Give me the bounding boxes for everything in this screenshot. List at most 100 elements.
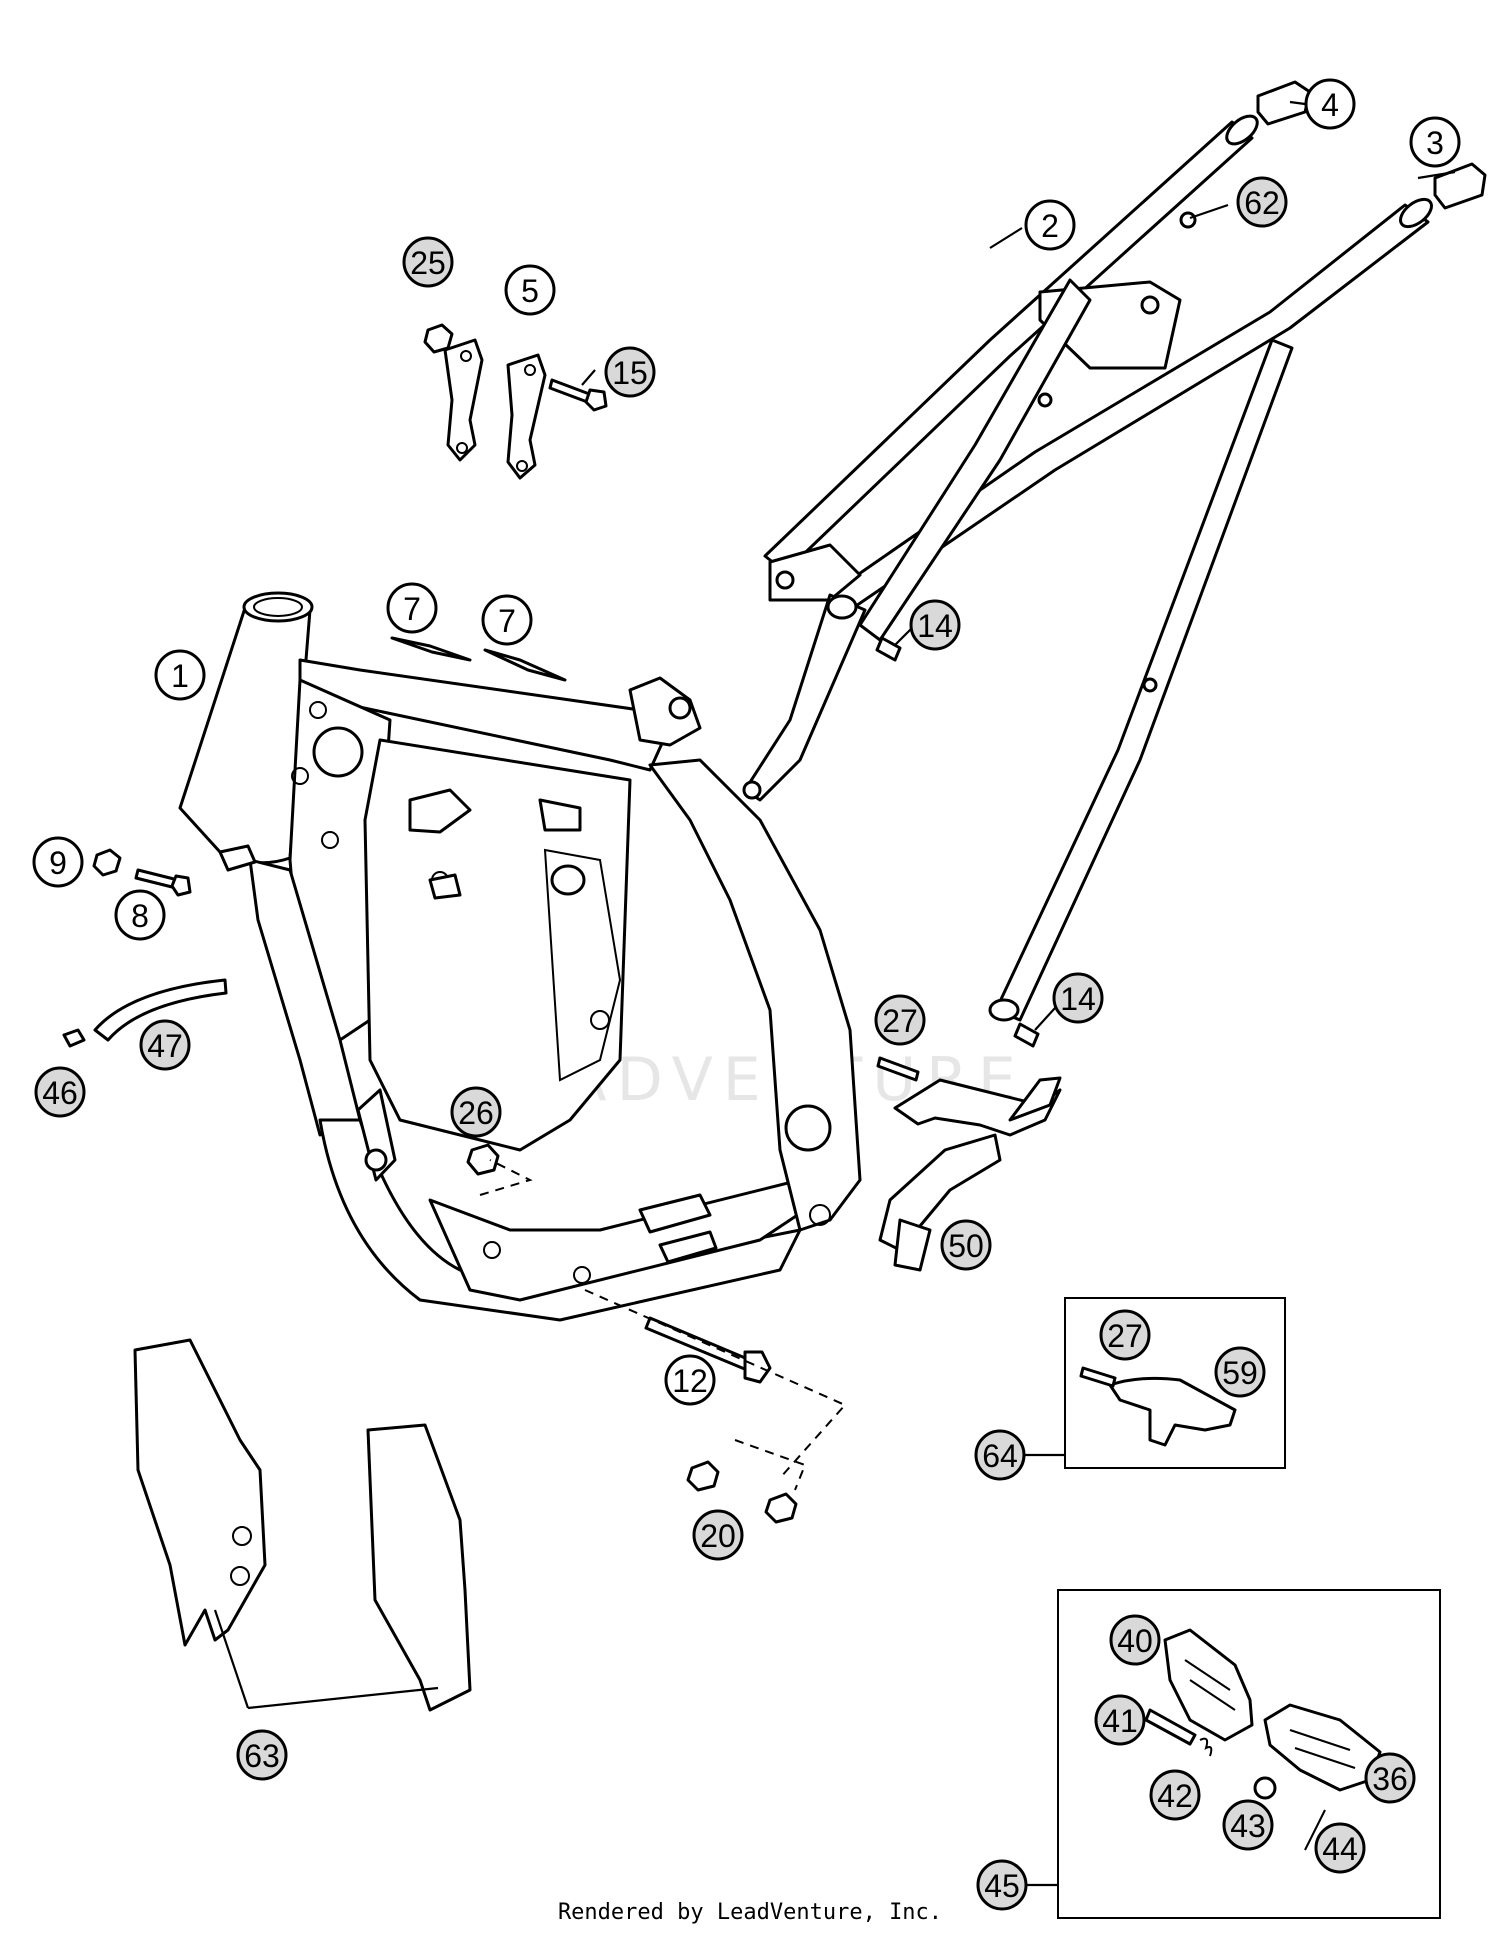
callout-label: 20: [700, 1518, 736, 1554]
callout-label: 63: [244, 1738, 280, 1774]
callout-label: 25: [410, 245, 446, 281]
callout-c40: 40: [1109, 1614, 1161, 1666]
nut-part-26: [466, 1143, 500, 1176]
callout-c7b: 7: [481, 594, 533, 646]
callout-circle: [1099, 1309, 1151, 1361]
hose-part-47: [93, 978, 228, 1042]
callout-label: 5: [521, 273, 539, 309]
callout-c26: 26: [450, 1086, 502, 1138]
callout-circle: [604, 346, 656, 398]
main-frame-part: [178, 591, 862, 1322]
engine-bracket-part-5: [443, 338, 547, 480]
callout-label: 45: [984, 1868, 1020, 1904]
callout-circle: [114, 889, 166, 941]
bolt-part-15: [548, 378, 608, 412]
callout-c7a: 7: [386, 582, 438, 634]
callout-c43: 43: [1222, 1799, 1274, 1851]
callout-c50: 50: [940, 1219, 992, 1271]
callout-label: 46: [42, 1075, 78, 1111]
callout-circle: [236, 1729, 288, 1781]
callout-c62: 62: [1236, 176, 1288, 228]
callout-circle: [32, 836, 84, 888]
callout-label: 9: [49, 845, 67, 881]
callout-circle: [450, 1086, 502, 1138]
callout-c3: 3: [1409, 116, 1461, 168]
callout-c46: 46: [34, 1066, 86, 1118]
callout-label: 2: [1041, 208, 1059, 244]
side-stand-part-50: [878, 1076, 1062, 1272]
callout-circle: [1222, 1799, 1274, 1851]
callout-circle: [154, 649, 206, 701]
callout-circle: [1024, 199, 1076, 251]
callout-circle: [1364, 1752, 1416, 1804]
callout-c12: 12: [664, 1354, 716, 1406]
sticker-part-7-right: [483, 648, 567, 682]
callout-circle: [1094, 1694, 1146, 1746]
callout-c4: 4: [1304, 78, 1356, 130]
callout-c47: 47: [139, 1019, 191, 1071]
bolt-part-12: [644, 1316, 772, 1384]
callout-label: 59: [1222, 1355, 1258, 1391]
callout-label: 27: [882, 1003, 918, 1039]
callout-c14b: 14: [1052, 972, 1104, 1024]
callout-circle: [386, 582, 438, 634]
callout-circle: [1052, 972, 1104, 1024]
callout-label: 3: [1426, 125, 1444, 161]
callout-c64: 64: [974, 1429, 1026, 1481]
bolt-part-27: [876, 1056, 920, 1082]
callout-label: 8: [131, 898, 149, 934]
end-cap-part-4: [1256, 80, 1312, 126]
callout-label: 14: [1060, 981, 1096, 1017]
footer-credit: Rendered by LeadVenture, Inc.: [557, 1900, 943, 1925]
leader-lines: [213, 100, 1456, 1887]
callout-label: 7: [498, 603, 516, 639]
sticker-part-7-left: [390, 636, 472, 662]
callout-c2: 2: [1024, 199, 1076, 251]
callout-circle: [1214, 1346, 1266, 1398]
callout-c15: 15: [604, 346, 656, 398]
callout-circle: [1236, 176, 1288, 228]
callout-circle: [504, 264, 556, 316]
callout-c5: 5: [504, 264, 556, 316]
callout-circle: [139, 1019, 191, 1071]
nut-part-20-left: [686, 1460, 720, 1492]
subframe-part: [742, 114, 1433, 1022]
callout-c41: 41: [1094, 1694, 1146, 1746]
callout-c1: 1: [154, 649, 206, 701]
callout-label: 26: [458, 1095, 494, 1131]
callout-label: 14: [917, 608, 953, 644]
callout-circle: [874, 994, 926, 1046]
callout-circle: [1409, 116, 1461, 168]
callout-label: 36: [1372, 1761, 1408, 1797]
callout-label: 12: [672, 1363, 708, 1399]
callout-c20: 20: [692, 1509, 744, 1561]
bolt-part-8: [134, 868, 192, 897]
callout-c59: 59: [1214, 1346, 1266, 1398]
end-cap-part-3: [1433, 162, 1487, 210]
callout-label: 50: [948, 1228, 984, 1264]
box-part-64: [1064, 1297, 1286, 1469]
nut-part-9: [92, 848, 122, 877]
box-part-45: [1057, 1589, 1441, 1919]
callout-c45: 45: [976, 1859, 1028, 1911]
callout-label: 15: [612, 355, 648, 391]
callout-label: 27: [1107, 1318, 1143, 1354]
callout-c8: 8: [114, 889, 166, 941]
callout-label: 64: [982, 1438, 1018, 1474]
callout-label: 41: [1102, 1703, 1138, 1739]
callout-c27b: 27: [1099, 1309, 1151, 1361]
callout-circle: [940, 1219, 992, 1271]
nut-part-20-right: [764, 1492, 798, 1524]
callout-circle: [481, 594, 533, 646]
callout-c14a: 14: [909, 599, 961, 651]
callout-circle: [664, 1354, 716, 1406]
callout-circle: [692, 1509, 744, 1561]
callout-label: 1: [171, 658, 189, 694]
callout-c42: 42: [1149, 1769, 1201, 1821]
callout-label: 42: [1157, 1778, 1193, 1814]
callout-c44: 44: [1314, 1822, 1366, 1874]
callout-circle: [402, 236, 454, 288]
callout-circle: [909, 599, 961, 651]
callout-circle: [1304, 78, 1356, 130]
